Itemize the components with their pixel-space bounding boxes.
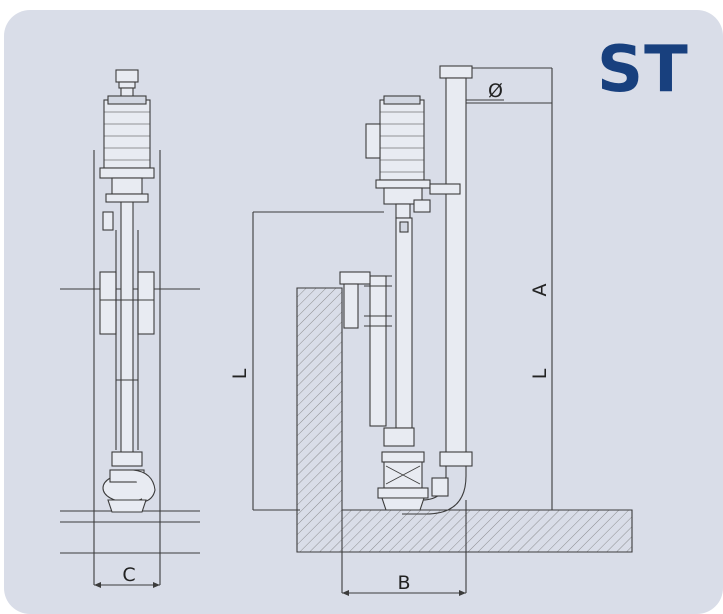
diameter-label: Ø bbox=[488, 80, 503, 102]
dimension-b-label: B bbox=[397, 572, 410, 594]
panel-background bbox=[4, 10, 723, 614]
dimension-l-left-label: L bbox=[229, 368, 251, 379]
series-badge: ST bbox=[597, 33, 689, 107]
dimension-arrows bbox=[94, 582, 466, 596]
dimension-l-right-label: L bbox=[529, 368, 551, 379]
dimension-c-label: C bbox=[122, 564, 135, 586]
dimension-a-label: A bbox=[529, 284, 551, 297]
side-view bbox=[60, 69, 200, 586]
front-view bbox=[252, 65, 553, 594]
concrete-structure bbox=[296, 287, 633, 553]
